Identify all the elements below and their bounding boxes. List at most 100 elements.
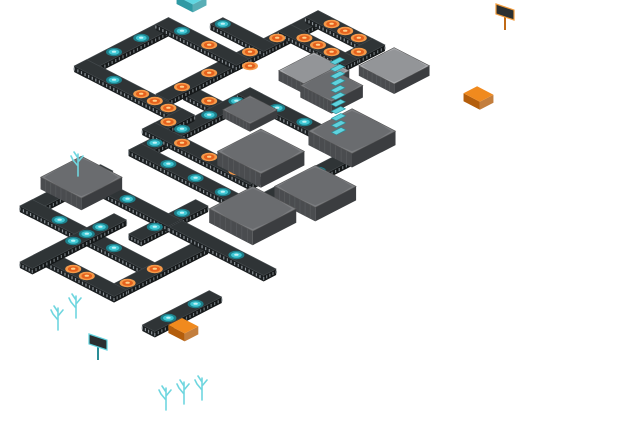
rail-post — [118, 258, 120, 262]
rail-post — [215, 119, 217, 123]
rail-post — [151, 236, 153, 240]
rail-post — [302, 45, 304, 49]
rail-post — [223, 73, 226, 77]
rail-post — [104, 251, 106, 255]
rail-post — [269, 273, 271, 277]
rail-post — [215, 252, 218, 256]
rail-post — [149, 279, 151, 283]
pad-glow — [207, 155, 212, 158]
rail-post — [182, 262, 184, 266]
cyan-pad-tile — [119, 194, 136, 204]
rail-post — [214, 302, 216, 306]
platform-side-right — [81, 177, 123, 211]
rail-post — [188, 154, 190, 158]
rail-post — [149, 106, 151, 110]
rail-post — [156, 110, 158, 114]
rail-post — [340, 36, 342, 40]
rail-post — [245, 43, 247, 47]
rail-post — [305, 47, 308, 51]
rail-post — [259, 51, 261, 55]
rail-post — [131, 97, 133, 101]
rail-post — [153, 164, 155, 168]
rail-post — [67, 251, 70, 255]
rail-post — [259, 275, 261, 279]
rail-post — [158, 148, 160, 152]
rail-post — [120, 91, 122, 95]
orange-pad-tile — [174, 138, 190, 148]
rail-post — [190, 132, 192, 136]
rail-post — [203, 307, 205, 311]
rail-post — [311, 22, 314, 26]
rail-post — [152, 136, 154, 140]
rail-post — [220, 171, 222, 175]
stair-step — [329, 70, 346, 79]
rail-post — [52, 203, 55, 207]
rail-post — [102, 82, 104, 86]
rail-post — [311, 27, 314, 31]
pad-glow — [179, 85, 185, 88]
rail-post — [178, 264, 180, 268]
exit-top — [463, 86, 494, 102]
rail-post — [22, 209, 25, 213]
rail-post — [165, 30, 167, 34]
orange-pad-tile — [133, 89, 150, 99]
pad-glow — [302, 36, 307, 39]
rail-post — [217, 197, 219, 201]
orange-pad-tile — [323, 47, 340, 57]
rail-post — [252, 184, 254, 188]
rail-post — [219, 254, 221, 258]
rail-post — [194, 241, 196, 245]
rail-post — [75, 247, 77, 251]
rail-post — [269, 49, 271, 53]
rail-post — [177, 148, 179, 152]
pad-glow — [207, 43, 212, 46]
rail-post — [206, 82, 208, 86]
rail-post — [192, 184, 194, 188]
rail-post — [189, 314, 191, 318]
rail-post — [322, 27, 324, 31]
rail-post — [56, 201, 58, 205]
rail-post — [78, 279, 80, 283]
platform-side-right — [394, 65, 430, 94]
rail-post — [189, 258, 191, 262]
rail-post — [237, 263, 239, 267]
rail-post — [196, 212, 199, 216]
rail-post — [64, 253, 66, 257]
rail-post — [286, 40, 288, 44]
rail-post — [107, 62, 110, 66]
rail-post — [147, 329, 150, 333]
rail-post — [134, 98, 136, 102]
rail-post — [172, 34, 174, 38]
rail-post — [188, 182, 190, 186]
rail-post — [217, 300, 219, 304]
rail-post — [190, 43, 192, 47]
rail-post — [113, 297, 115, 301]
rail-post — [228, 63, 230, 67]
rail-post — [282, 42, 285, 46]
track-segment — [168, 220, 277, 282]
rail-post — [148, 134, 151, 138]
rail-post — [49, 204, 51, 208]
rail-post — [308, 20, 310, 24]
rail-post — [242, 182, 244, 186]
pad-glow — [275, 106, 280, 109]
rail-post — [266, 51, 268, 55]
rail-post — [82, 243, 84, 247]
rail-post — [193, 45, 195, 49]
rail-post — [238, 180, 240, 184]
rail-post — [96, 236, 99, 240]
track-side-left — [33, 255, 114, 303]
rail-post — [161, 231, 163, 235]
pad-glow — [166, 106, 171, 109]
rail-post — [272, 48, 274, 52]
rail-post — [60, 255, 62, 259]
rail-post — [309, 48, 311, 52]
rail-post — [134, 238, 136, 242]
stair-step — [329, 77, 346, 86]
rail-post — [28, 268, 30, 272]
rail-post — [304, 130, 306, 134]
pad-glow — [84, 274, 90, 277]
rail-post — [142, 283, 144, 287]
pad-glow — [193, 176, 198, 179]
